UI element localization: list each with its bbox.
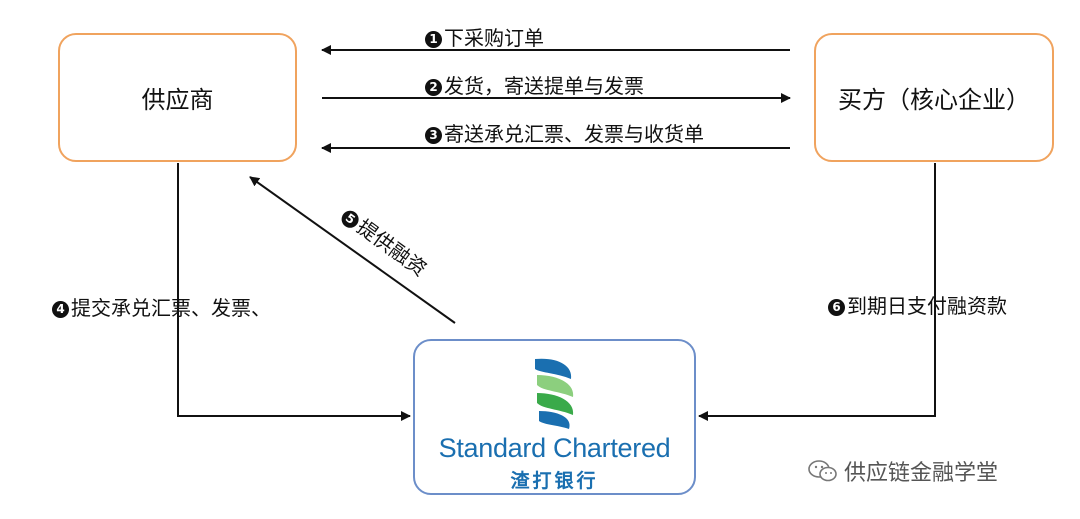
- step-1-text: 下采购订单: [444, 26, 544, 50]
- step-2-text: 发货，寄送提单与发票: [444, 74, 644, 98]
- step-6-number-icon: 6: [828, 299, 845, 316]
- bank-node: Standard Chartered 渣打银行: [413, 339, 696, 495]
- arrow-step-5: [249, 176, 456, 324]
- step-3-number-icon: 3: [425, 127, 442, 144]
- buyer-node: 买方（核心企业）: [814, 33, 1054, 162]
- buyer-label: 买方（核心企业）: [838, 86, 1030, 114]
- step-2-number-icon: 2: [425, 79, 442, 96]
- standard-chartered-logo-icon: [534, 358, 573, 429]
- arrow-step-6: [698, 163, 936, 421]
- supplier-node: 供应商: [58, 33, 297, 162]
- step-6-text: 到期日支付融资款: [847, 294, 1007, 318]
- arrow-step-4: [177, 163, 411, 421]
- wechat-icon: [808, 460, 837, 482]
- bank-name-chinese: 渣打银行: [510, 470, 599, 492]
- step-3-text: 寄送承兑汇票、发票与收货单: [444, 122, 704, 146]
- supplier-label: 供应商: [141, 86, 214, 114]
- step-1-number-icon: 1: [425, 31, 442, 48]
- step-4-number-icon: 4: [52, 301, 69, 318]
- watermark: 供应链金融学堂: [808, 455, 998, 487]
- step-4-text: 提交承兑汇票、发票、: [71, 296, 271, 320]
- bank-name-english: Standard Chartered: [438, 433, 671, 463]
- watermark-text: 供应链金融学堂: [844, 461, 999, 486]
